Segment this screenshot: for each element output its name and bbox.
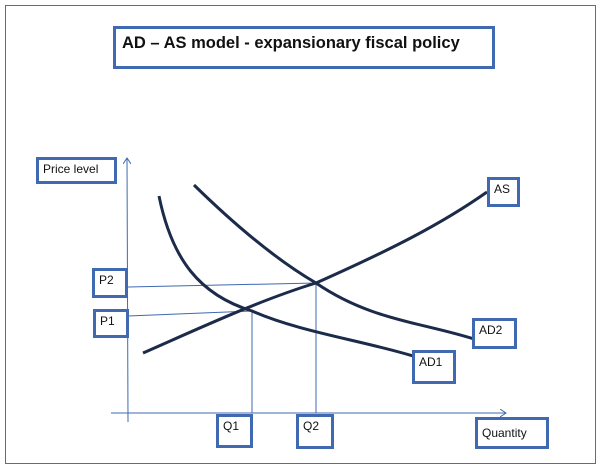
ad2-curve: [192, 183, 475, 341]
ad2-label: AD2: [472, 318, 517, 349]
diagram-frame: [5, 5, 596, 464]
q2-label: Q2: [296, 414, 334, 449]
diagram-title: AD – AS model - expansionary fiscal poli…: [113, 26, 495, 69]
p1-label: P1: [93, 309, 129, 338]
q1-label: Q1: [216, 414, 253, 448]
ad1-curve: [157, 195, 414, 358]
p2-label: P2: [92, 268, 128, 298]
p1-guide-line: [127, 310, 253, 317]
as-label: AS: [487, 177, 520, 207]
x-axis-label: Quantity: [475, 417, 549, 449]
p2-guide-line: [127, 282, 317, 288]
y-axis-label: Price level: [36, 157, 117, 184]
ad1-label: AD1: [412, 350, 456, 384]
